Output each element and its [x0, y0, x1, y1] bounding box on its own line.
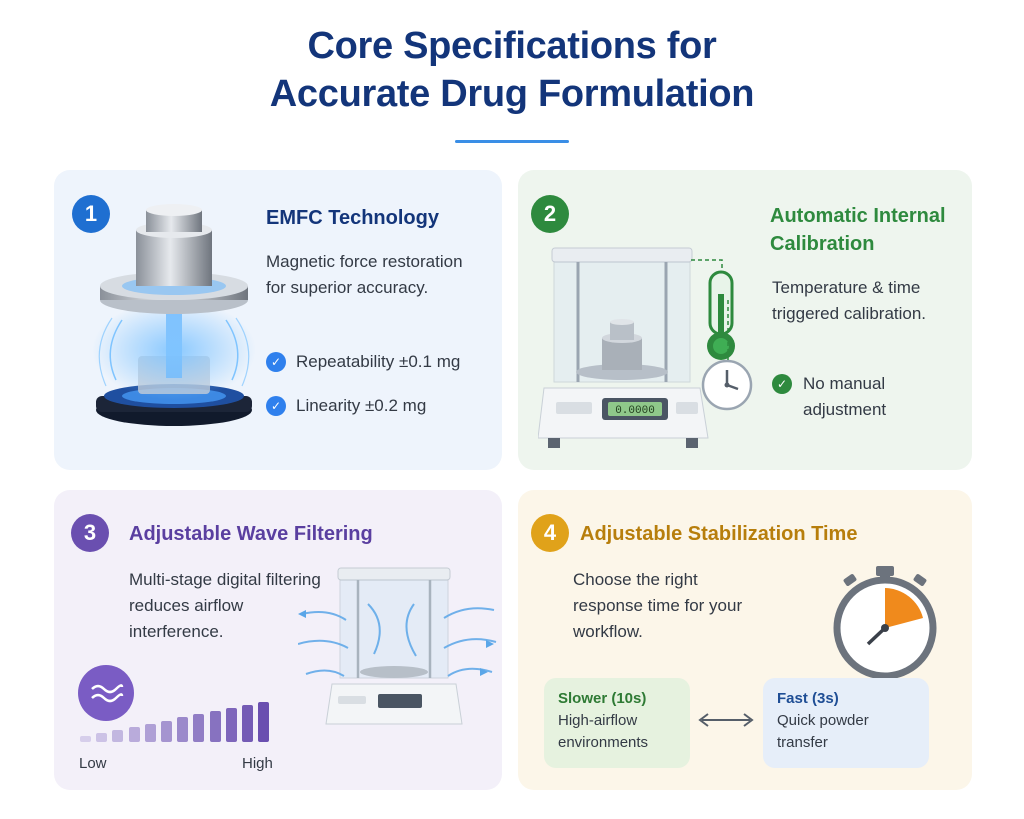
card-emfc-technology: 1 EMFC Technology Magnetic force rest	[54, 170, 502, 470]
filter-level-bar	[193, 714, 205, 742]
card-description: Choose the right response time for your …	[573, 570, 743, 641]
filter-level-bar	[225, 708, 237, 742]
emfc-load-cell-icon	[92, 204, 256, 426]
scale-low-label: Low	[79, 755, 107, 772]
spec-repeatability: Repeatability ±0.1 mg	[296, 352, 461, 371]
page-title: Core Specifications for Accurate Drug Fo…	[0, 22, 1024, 118]
card-title: Adjustable Stabilization Time	[580, 523, 858, 545]
wave-filter-icon	[78, 665, 134, 721]
balance-display-reading: 0.0000	[615, 405, 655, 417]
filter-level-bar	[177, 717, 189, 742]
filter-level-bar	[258, 702, 270, 742]
check-icon: ✓	[772, 374, 792, 394]
option-fast: Fast (3s) Quick powder transfer	[763, 678, 929, 768]
card-description: Temperature & time triggered calibration…	[772, 278, 927, 323]
filter-level-bar	[80, 736, 91, 742]
filter-level-bar	[112, 729, 124, 742]
spec-linearity: Linearity ±0.2 mg	[296, 396, 427, 415]
card-number-badge: 4	[531, 514, 569, 552]
double-arrow-icon	[696, 712, 756, 728]
card-title: Adjustable Wave Filtering	[129, 523, 373, 545]
filter-level-bar	[161, 720, 172, 742]
card-description: Multi-stage digital filtering reduces ai…	[129, 570, 321, 641]
card-title: EMFC Technology	[266, 207, 439, 229]
title-underline	[455, 140, 569, 143]
option-slower-desc: High-airflow environments	[558, 712, 649, 751]
card-stabilization-time: 4 Adjustable Stabilization Time Choose t…	[518, 490, 972, 790]
card-title: Automatic Internal Calibration	[770, 205, 946, 255]
card-wave-filtering: 3 Adjustable Wave Filtering Multi-stage …	[54, 490, 502, 790]
card-number-badge: 2	[531, 195, 569, 233]
filter-level-bar	[96, 732, 108, 742]
balance-airflow-icon	[298, 567, 497, 725]
option-slower-title: Slower (10s)	[558, 690, 647, 707]
option-fast-desc: Quick powder transfer	[777, 712, 869, 751]
filter-level-bars	[80, 702, 280, 742]
filter-level-bar	[144, 723, 156, 742]
analytical-balance-icon: 0.0000	[538, 247, 709, 448]
clock-icon	[701, 359, 753, 411]
check-icon: ✓	[266, 352, 286, 372]
filter-level-bar	[209, 711, 221, 742]
connector-line	[727, 300, 729, 360]
option-slower: Slower (10s) High-airflow environments	[544, 678, 690, 768]
card-automatic-calibration: 2 0.0000 Automatic Internal Calibrati	[518, 170, 972, 470]
option-fast-title: Fast (3s)	[777, 690, 839, 707]
filter-level-bar	[242, 705, 253, 742]
title-line-2: Accurate Drug Formulation	[269, 73, 755, 115]
card-description: Magnetic force restoration for superior …	[266, 252, 463, 297]
filter-level-bar	[128, 726, 140, 742]
card-number-badge: 3	[71, 514, 109, 552]
spec-no-manual-adjustment: No manual adjustment	[803, 374, 887, 419]
check-icon: ✓	[266, 396, 286, 416]
title-line-1: Core Specifications for	[307, 25, 717, 67]
scale-high-label: High	[242, 755, 273, 772]
card-number-badge: 1	[72, 195, 110, 233]
stopwatch-icon	[833, 566, 937, 680]
